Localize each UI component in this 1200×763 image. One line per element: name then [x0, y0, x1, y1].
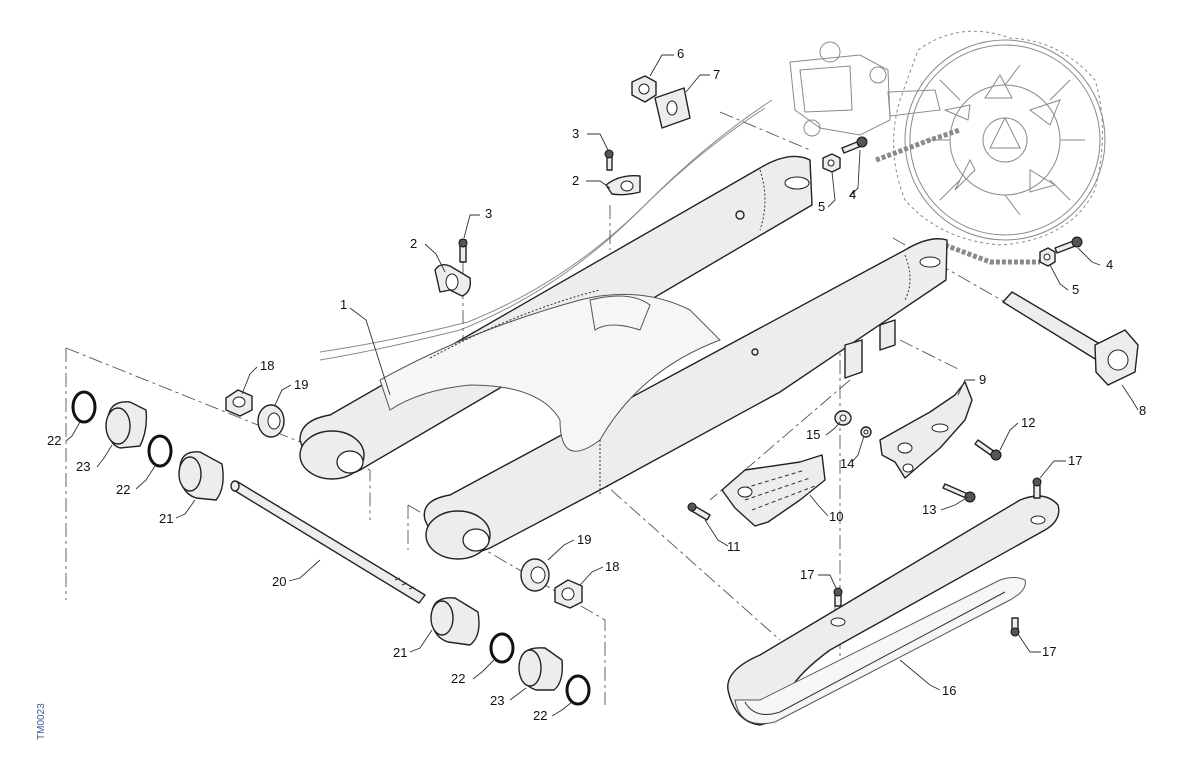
bearing-23-a [105, 401, 148, 449]
washer-14 [860, 426, 872, 438]
sprocket-context [893, 30, 1106, 246]
callout-4-b: 4 [1106, 257, 1113, 272]
callout-22-d: 22 [533, 708, 547, 723]
callout-3-a: 3 [485, 206, 492, 221]
callout-1: 1 [340, 297, 347, 312]
nut-5-lower [1039, 247, 1056, 267]
bush-21-a [178, 451, 224, 501]
callout-22-b: 22 [116, 482, 130, 497]
callout-22-c: 22 [451, 671, 465, 686]
clip-screw-b [604, 149, 614, 171]
clip-screw-a [458, 238, 468, 263]
figure-reference: TM0023 [36, 703, 47, 740]
circlip-22-c [489, 632, 515, 664]
chain-guide [721, 454, 826, 527]
bush-21-b [430, 597, 480, 646]
chain-guide-bracket [879, 381, 973, 479]
leader-lines [65, 54, 1139, 717]
callout-6: 6 [677, 46, 684, 61]
screw-11 [687, 502, 711, 521]
callout-7: 7 [713, 67, 720, 82]
callout-2-b: 2 [572, 173, 579, 188]
screw-17-c [1010, 617, 1020, 637]
callout-4-a: 4 [849, 187, 856, 202]
washer-19-upper [257, 404, 285, 438]
callout-11: 11 [727, 539, 741, 554]
callout-10: 10 [829, 509, 843, 524]
callout-17-b: 17 [800, 567, 814, 582]
callout-17-c: 17 [1042, 644, 1056, 659]
circlip-22-a [71, 390, 97, 424]
circlip-22-d [565, 674, 591, 706]
callout-21-a: 21 [159, 511, 173, 526]
callout-16: 16 [942, 683, 956, 698]
callout-18-b: 18 [605, 559, 619, 574]
pivot-shaft [230, 480, 426, 604]
callout-8: 8 [1139, 403, 1146, 418]
callout-20: 20 [272, 574, 286, 589]
callout-14: 14 [840, 456, 854, 471]
callout-5-a: 5 [818, 199, 825, 214]
brake-caliper-context [319, 41, 941, 361]
nut-5-upper [822, 153, 841, 173]
callout-18-a: 18 [260, 358, 274, 373]
callout-12: 12 [1021, 415, 1035, 430]
pivot-nut-18-upper [225, 389, 253, 417]
swingarm [299, 155, 948, 560]
drive-chain-context [875, 127, 1040, 265]
spacer-15 [834, 410, 852, 426]
callout-19-b: 19 [577, 532, 591, 547]
adjuster-bolt-upper [841, 136, 868, 154]
callout-5-b: 5 [1072, 282, 1079, 297]
callout-23-b: 23 [490, 693, 504, 708]
callout-3-b: 3 [572, 126, 579, 141]
circlip-22-b [147, 434, 173, 468]
callout-2-a: 2 [410, 236, 417, 251]
adjuster-bolt-lower [1054, 236, 1083, 254]
bearing-23-b [518, 647, 564, 691]
callout-9: 9 [979, 372, 986, 387]
nut-6 [631, 75, 657, 103]
bolt-12 [974, 439, 1002, 461]
callout-21-b: 21 [393, 645, 407, 660]
screw-17-a [1032, 477, 1042, 499]
bolt-13 [942, 483, 976, 503]
plate-7 [654, 87, 691, 129]
wheel-spindle [1002, 291, 1139, 386]
chain-slider [727, 495, 1060, 726]
callout-labels: 1 2 2 3 3 4 4 5 5 6 7 8 9 10 11 12 13 14… [47, 46, 1146, 723]
hose-clip-a [434, 263, 472, 297]
callout-22-a: 22 [47, 433, 61, 448]
pivot-nut-18-lower [554, 579, 583, 609]
screw-17-b [833, 587, 843, 607]
callout-15: 15 [806, 427, 820, 442]
hose-clip-b [605, 175, 641, 196]
washer-19-lower [520, 558, 550, 592]
callout-19-a: 19 [294, 377, 308, 392]
callout-17-a: 17 [1068, 453, 1082, 468]
callout-23-a: 23 [76, 459, 90, 474]
callout-13: 13 [922, 502, 936, 517]
